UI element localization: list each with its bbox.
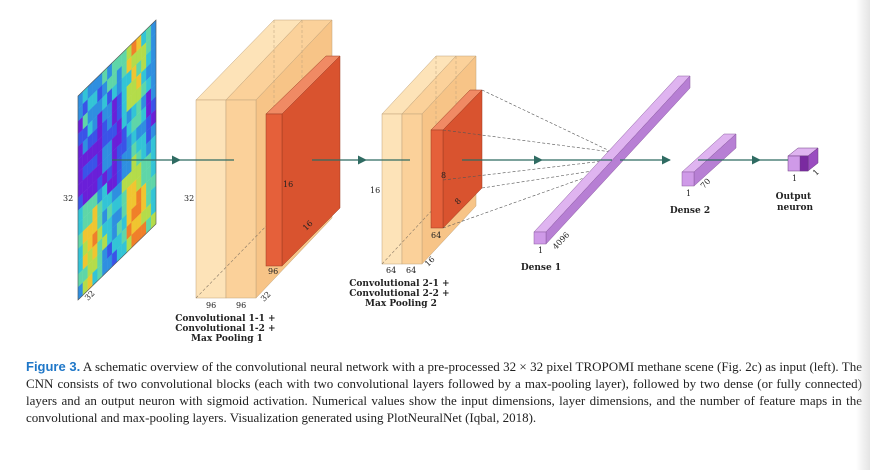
block1-caption-line: Max Pooling 1 (191, 334, 263, 344)
block1-width2-label: 96 (236, 301, 246, 310)
block2-caption: Convolutional 2-1 + Convolutional 2-2 + … (349, 279, 453, 309)
block1-caption: Convolutional 1-1 + Convolutional 1-2 + … (175, 314, 279, 344)
pool-block-1 (265, 55, 341, 267)
dense2-width-label: 1 (686, 189, 691, 198)
fully-connected-lines (442, 89, 613, 229)
pool1-width-label: 96 (268, 267, 278, 276)
dense2-label: Dense 2 (670, 206, 710, 216)
pool-block-2 (430, 89, 483, 229)
input-heatmap (77, 19, 157, 301)
page-edge-shadow (856, 0, 870, 470)
output-width-label: 1 (792, 174, 797, 183)
pool2-width-label: 64 (431, 231, 441, 240)
dense-1-block (533, 75, 691, 245)
block2-caption-line: Max Pooling 2 (365, 299, 437, 309)
figure-caption-text: A schematic overview of the convolutiona… (26, 359, 862, 425)
block2-width1-label: 64 (386, 266, 396, 275)
figure-caption: Figure 3. A schematic overview of the co… (26, 358, 862, 426)
block2-caption-line: Convolutional 2-2 + (349, 289, 449, 299)
block1-height-label: 32 (184, 194, 194, 203)
output-label: Output neuron (776, 192, 815, 213)
output-label-line: Output (776, 192, 812, 202)
output-length-label: 1 (811, 167, 821, 177)
block2-caption-line: Convolutional 2-1 + (349, 279, 449, 289)
output-neuron-block (787, 147, 819, 172)
pool1-height-label: 16 (283, 180, 293, 189)
pool2-height-label: 8 (441, 171, 446, 180)
block1-width1-label: 96 (206, 301, 216, 310)
block1-caption-line: Convolutional 1-1 + (175, 314, 275, 324)
dense1-label: Dense 1 (521, 263, 561, 273)
input-height-label: 32 (63, 194, 73, 203)
pool2-depth-label: 8 (453, 196, 463, 206)
output-label-line: neuron (777, 203, 814, 213)
dense1-width-label: 1 (538, 246, 543, 255)
figure-label: Figure 3. (26, 359, 81, 374)
block2-height-label: 16 (370, 186, 380, 195)
block1-caption-line: Convolutional 1-2 + (175, 324, 275, 334)
block2-width2-label: 64 (406, 266, 416, 275)
